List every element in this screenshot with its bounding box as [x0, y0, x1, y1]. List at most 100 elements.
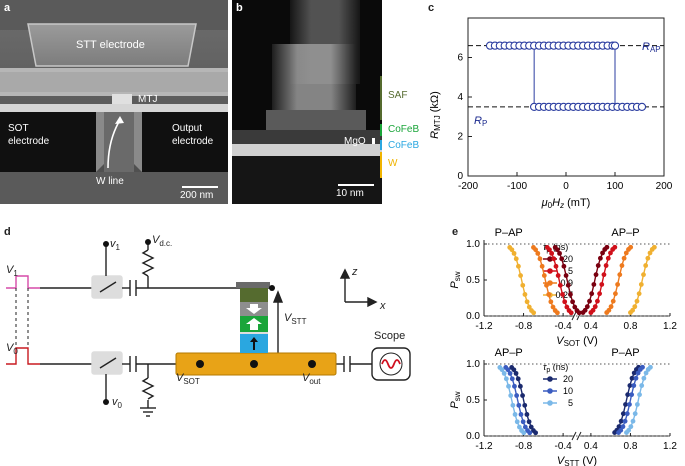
chart-e-point [531, 310, 537, 316]
chart-e-point [610, 298, 616, 304]
chart-e-ytick-label: 1.0 [466, 239, 480, 250]
chart-e-point [630, 418, 636, 424]
chart-e-point [535, 250, 541, 256]
chart-e-ytick-label: 1.0 [466, 359, 480, 370]
mtj-saf-layer [240, 288, 268, 302]
scale-bar-a [182, 186, 218, 188]
chart-e-legend-title: τp (ns) [543, 362, 568, 374]
chart-e-point [640, 364, 645, 370]
node-sot-right [308, 360, 316, 368]
chart-e-point [521, 430, 527, 436]
chart-c-xtick-label: 200 [656, 181, 673, 192]
chart-e-point [634, 298, 640, 304]
chart-e-point [590, 307, 596, 313]
chart-e-point [576, 310, 582, 316]
chart-e-point [526, 419, 532, 425]
label-v1-pulse: V1 [6, 264, 18, 279]
chart-e-xtick-label: -0.4 [554, 321, 572, 332]
chart-c-point [637, 102, 647, 112]
chart-e-point [547, 247, 552, 253]
chart-e-point [559, 256, 565, 262]
chart-e-point [631, 370, 637, 376]
chart-e-point [648, 364, 653, 370]
chart-e-xtick-label: -0.8 [515, 321, 533, 332]
label-vstt: VSTT [284, 312, 307, 327]
chart-e-point [516, 263, 521, 269]
label-vdc: Vd.c. [152, 234, 173, 249]
chart-e-point [629, 375, 635, 381]
chart-e-point [628, 424, 634, 430]
chart-e-point [544, 282, 549, 288]
chart-e-point [516, 402, 522, 408]
panel-label-e: e [452, 226, 459, 238]
chart-e-ylabel: Psw [449, 391, 462, 408]
chart-e-ytick-label: 0.0 [466, 311, 480, 322]
chart-e-point [624, 411, 630, 417]
chart-e-point [560, 292, 565, 297]
chart-e-point [643, 370, 649, 376]
chart-e-point [551, 256, 557, 262]
chart-c-point [610, 41, 620, 50]
chart-e-xtick-label: -1.2 [475, 441, 493, 452]
chart-e-point [568, 292, 573, 297]
layer-label-mgo: MgO [344, 136, 366, 147]
node-bottom-left [103, 399, 109, 405]
chart-e-ytick-label: 0.0 [466, 431, 480, 442]
chart-e-point [501, 370, 507, 376]
chart-e-ylabel: Psw [449, 271, 462, 288]
circuit-diagram [6, 239, 411, 417]
chart-e-title-left: P–AP [495, 227, 523, 239]
chart-c-ytick-label: 6 [457, 53, 463, 64]
label-vout: Vout [302, 372, 321, 387]
panel-label-d: d [4, 226, 11, 238]
label-v0-pulse: V0 [6, 342, 18, 357]
chart-e-point [635, 370, 641, 376]
arrow-down-icon [246, 304, 262, 314]
label-stt-electrode: STT electrode [76, 39, 145, 51]
chart-c-xtick-label: -100 [507, 181, 527, 192]
scale-bar-b-label: 10 nm [336, 188, 364, 199]
chart-e-point [512, 383, 517, 389]
label-sot-electrode: SOT electrode [8, 123, 50, 147]
layer-bar-cofeb-bottom [380, 140, 382, 150]
scope-wave-icon [381, 359, 401, 369]
chart-e-point [513, 370, 519, 376]
node-mtj-top [269, 285, 275, 291]
chart-e-point [570, 299, 576, 305]
chart-c-ytick-label: 2 [457, 132, 463, 143]
chart-e-point [572, 304, 578, 310]
layer-bar-mgo [372, 138, 375, 144]
chart-e-point [612, 244, 618, 250]
panel-a-sem-image: a STT electrode MTJ SOT electrode Output… [0, 0, 228, 204]
chart-e-point [518, 273, 523, 278]
chart-e-legend-marker [547, 388, 553, 394]
chart-e-point [582, 307, 588, 313]
chart-e-point [597, 291, 602, 297]
chart-e-point [539, 263, 545, 269]
chart-e-legend-label: 20 [563, 374, 573, 384]
chart-e-point [526, 304, 532, 310]
chart-e-point [584, 304, 590, 310]
chart-e-point [636, 291, 642, 297]
chart-e-point [606, 307, 612, 313]
chart-e-point [508, 393, 514, 398]
chart-e-point [599, 282, 605, 287]
chart-e-point [597, 255, 603, 261]
chart-e-point [503, 376, 509, 382]
chart-e-point [627, 402, 632, 407]
chart-e-xtick-label: -0.8 [515, 441, 533, 452]
chart-e-point [548, 299, 554, 305]
chart-e-point [564, 304, 570, 310]
chart-e-point [593, 272, 599, 278]
layer-label-cofeb-bottom: CoFeB [388, 140, 420, 151]
chart-e-point [513, 256, 519, 262]
node-vdc [145, 239, 151, 245]
chart-e-point [524, 299, 530, 305]
chart-e-point [620, 424, 626, 430]
chart-e-point [591, 282, 597, 287]
chart-e-point [641, 375, 647, 381]
chart-e-title-right: P–AP [611, 347, 639, 359]
